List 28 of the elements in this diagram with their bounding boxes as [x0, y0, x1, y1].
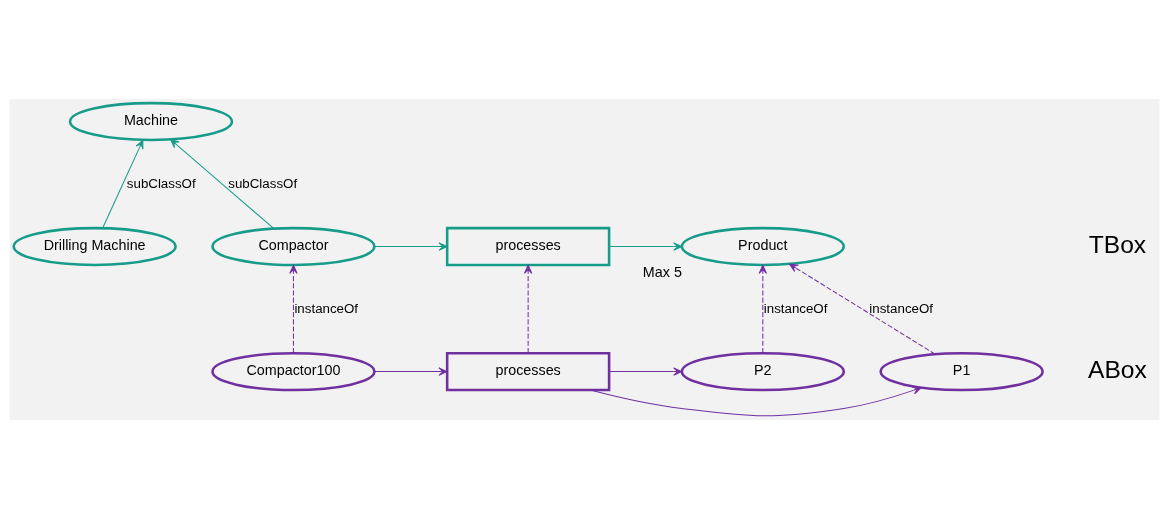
edge-label: instanceOf	[763, 300, 828, 316]
node-box: processes	[445, 226, 611, 267]
node-ellipse: P1	[879, 351, 1044, 392]
node-ellipse: Drilling Machine	[12, 226, 177, 267]
label: TBox	[1088, 230, 1147, 258]
node-ellipse: Compactor	[211, 226, 376, 267]
edge-label: instanceOf	[294, 300, 359, 316]
arrow	[523, 264, 533, 354]
arrow	[374, 242, 448, 251]
label: ABox	[1088, 355, 1147, 383]
arrow	[589, 386, 922, 417]
node-ellipse: Machine	[68, 101, 234, 142]
arrow	[289, 264, 298, 354]
node-ellipse: Product	[680, 226, 846, 267]
edge-label: subClassOf	[126, 175, 196, 191]
arrow	[170, 139, 275, 229]
edge-label: instanceOf	[869, 300, 933, 316]
node-ellipse: P2	[680, 351, 846, 392]
arrow	[608, 367, 683, 376]
arrow	[758, 264, 767, 354]
node-label: Max 5	[642, 263, 682, 280]
arrow	[608, 242, 683, 251]
arrow	[374, 367, 448, 376]
arrow	[789, 263, 936, 355]
node-box: processes	[445, 351, 611, 392]
arrow	[102, 139, 144, 229]
node-ellipse: Compactor100	[211, 351, 376, 392]
edge-label: subClassOf	[228, 175, 298, 191]
